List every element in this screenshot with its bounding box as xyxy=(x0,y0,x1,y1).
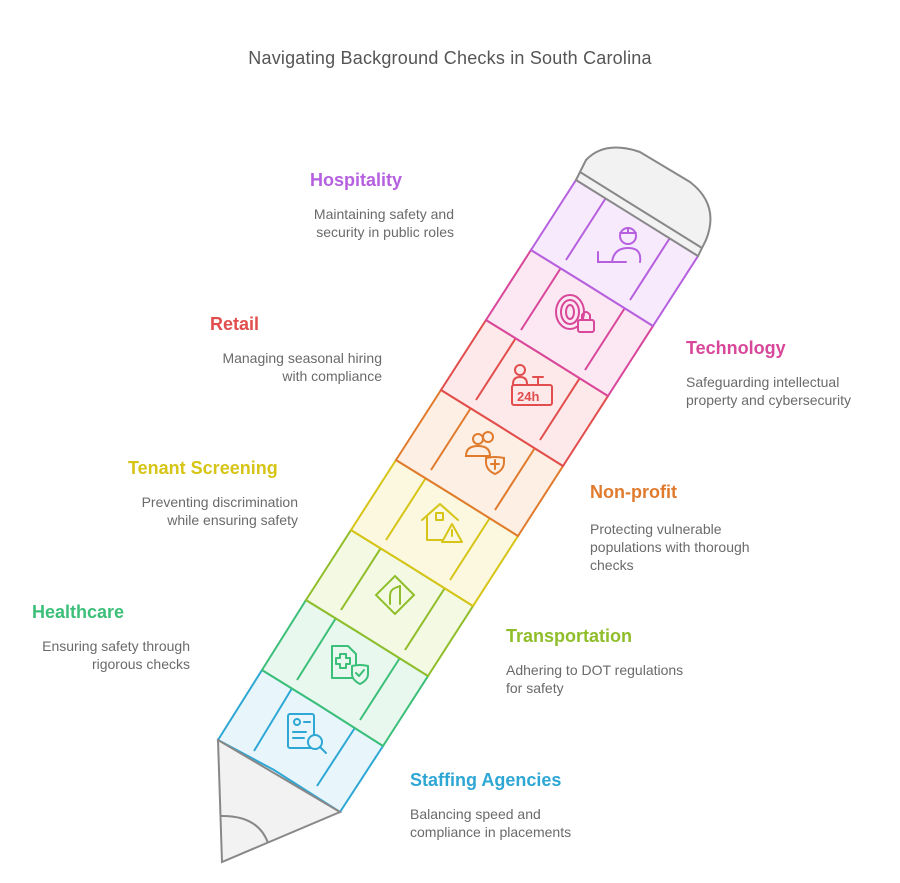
security-guard-icon xyxy=(597,227,642,263)
segment-desc-retail: Managing seasonal hiring with compliance xyxy=(222,350,382,384)
segment-label-retail: Retail xyxy=(210,314,260,334)
segment-label-staffing-agencies: Staffing Agencies xyxy=(410,770,562,790)
svg-text:24h: 24h xyxy=(517,389,539,404)
house-warning-icon xyxy=(421,503,463,543)
resume-search-icon xyxy=(287,713,327,754)
diagram-title: Navigating Background Checks in South Ca… xyxy=(248,48,652,68)
segment-desc-healthcare: Ensuring safety through rigorous checks xyxy=(42,638,190,672)
segment-label-healthcare: Healthcare xyxy=(32,602,125,622)
segment-desc-non-profit: Protecting vulnerable populations with t… xyxy=(590,521,750,573)
pencil-eraser xyxy=(574,146,712,258)
segment-desc-transportation: Adhering to DOT regulations for safety xyxy=(506,662,684,696)
segment-desc-staffing-agencies: Balancing speed and compliance in placem… xyxy=(410,806,572,840)
medical-document-icon xyxy=(331,645,369,685)
segment-desc-tenant-screening: Preventing discrimination while ensuring… xyxy=(141,494,298,528)
segment-label-tenant-screening: Tenant Screening xyxy=(128,458,278,478)
segment-desc-hospitality: Maintaining safety and security in publi… xyxy=(313,206,454,240)
road-sign-icon xyxy=(374,574,416,616)
pencil-tip xyxy=(216,738,343,864)
segment-desc-technology: Safeguarding intellectual property and c… xyxy=(686,374,851,408)
segment-label-non-profit: Non-profit xyxy=(590,482,677,502)
24h-cashier-icon: 24h xyxy=(511,364,553,406)
fingerprint-lock-icon xyxy=(555,294,595,333)
people-shield-icon xyxy=(464,431,505,476)
segment-label-hospitality: Hospitality xyxy=(310,170,403,190)
segment-label-technology: Technology xyxy=(686,338,786,358)
segment-label-transportation: Transportation xyxy=(506,626,633,646)
